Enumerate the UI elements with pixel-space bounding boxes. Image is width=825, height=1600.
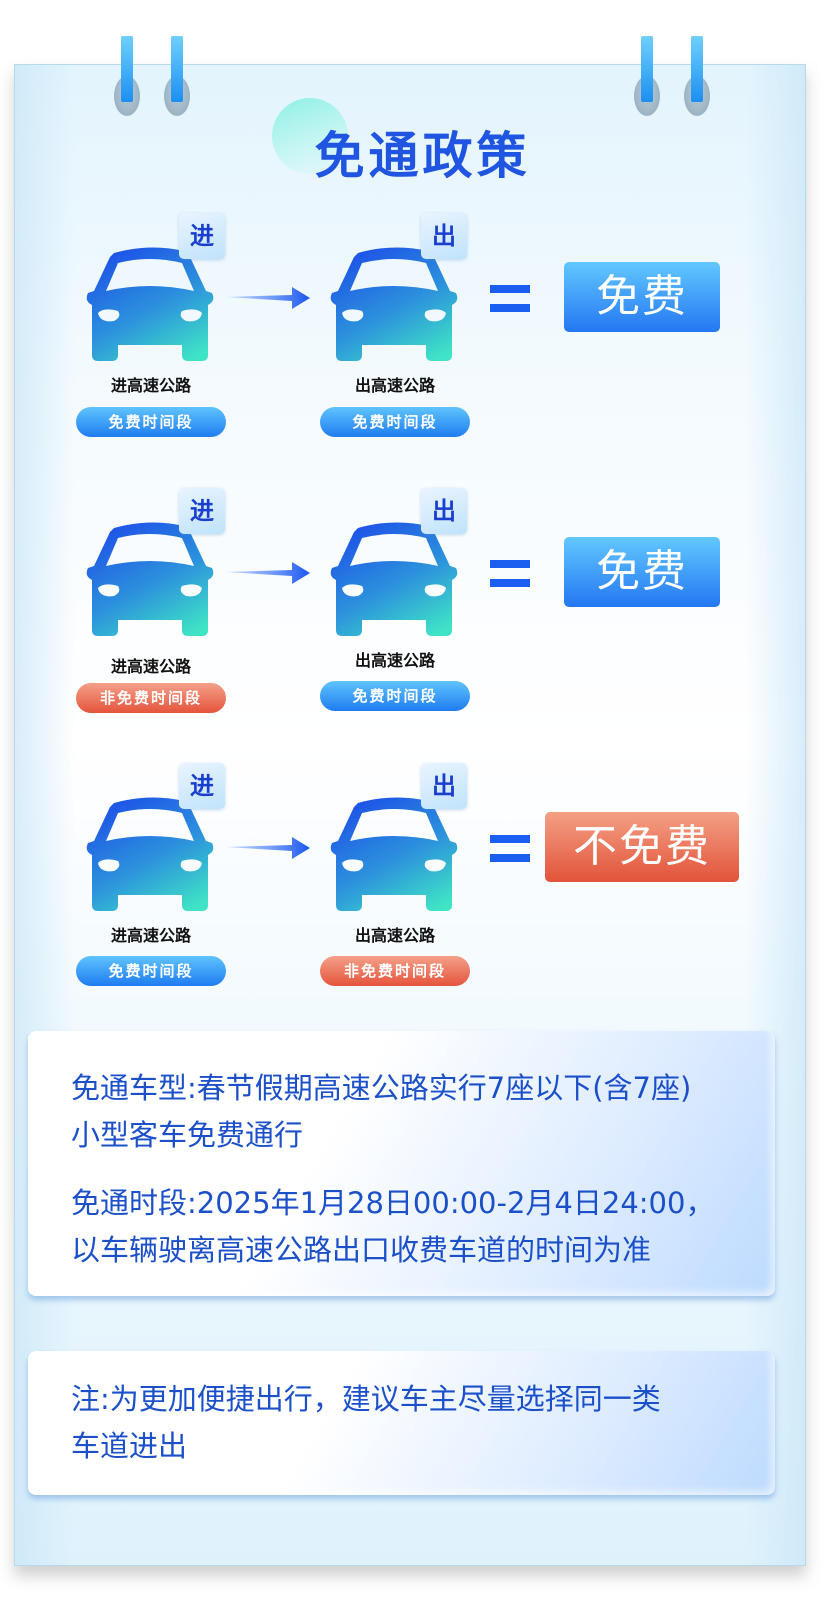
- result-badge: 不免费: [545, 812, 739, 882]
- binder-ring-4: [684, 36, 710, 118]
- arrow-right-icon: [226, 837, 310, 859]
- period-text: 免通时段:2025年1月28日00:00-2月4日24:00， 以车辆驶离高速公…: [71, 1180, 735, 1274]
- exit-label: 出高速公路: [354, 651, 435, 670]
- car-exit-icon: [328, 518, 460, 636]
- info-card: 免通车型:春节假期高速公路实行7座以下(含7座) 小型客车免费通行 免通时段:2…: [28, 1031, 775, 1296]
- enter-label: 进高速公路: [110, 376, 191, 395]
- note-card: 注:为更加便捷出行，建议车主尽量选择同一类 车道进出: [28, 1351, 775, 1495]
- enter-tag: 进: [179, 763, 225, 809]
- enter-period-pill: 非免费时间段: [76, 683, 226, 713]
- policy-row-1: 进 出 免费 进高速公路 出高速公路 免费时间段 免费时间段: [0, 210, 825, 450]
- exit-label: 出高速公路: [354, 926, 435, 945]
- exit-tag: 出: [421, 488, 467, 534]
- car-enter-icon: [84, 518, 216, 636]
- vehicle-type-text: 免通车型:春节假期高速公路实行7座以下(含7座) 小型客车免费通行: [71, 1065, 735, 1159]
- car-enter-icon: [84, 793, 216, 911]
- enter-tag: 进: [179, 488, 225, 534]
- equals-icon: [490, 285, 530, 313]
- arrow-right-icon: [226, 287, 310, 309]
- result-badge: 免费: [564, 262, 720, 332]
- binder-ring-3: [634, 36, 660, 118]
- enter-label: 进高速公路: [110, 926, 191, 945]
- result-badge: 免费: [564, 537, 720, 607]
- binder-ring-1: [114, 36, 140, 118]
- policy-row-2: 进 出 免费 进高速公路 出高速公路 非免费时间段 免费时间段: [0, 485, 825, 725]
- car-exit-icon: [328, 243, 460, 361]
- exit-label: 出高速公路: [354, 376, 435, 395]
- exit-period-pill: 免费时间段: [320, 681, 470, 711]
- exit-period-pill: 非免费时间段: [320, 956, 470, 986]
- exit-tag: 出: [421, 763, 467, 809]
- period-line-2: 以车辆驶离高速公路出口收费车道的时间为准: [71, 1233, 652, 1267]
- car-enter-icon: [84, 243, 216, 361]
- title-block: 免通政策: [0, 96, 825, 186]
- equals-icon: [490, 835, 530, 863]
- title-decor-circle: [272, 98, 348, 174]
- enter-label: 进高速公路: [110, 657, 191, 676]
- vehicle-type-line-2: 小型客车免费通行: [71, 1118, 304, 1152]
- car-exit-icon: [328, 793, 460, 911]
- exit-tag: 出: [421, 213, 467, 259]
- policy-row-3: 进 出 不免费 进高速公路 出高速公路 免费时间段 非免费时间段: [0, 760, 825, 1000]
- exit-period-pill: 免费时间段: [320, 407, 470, 437]
- enter-period-pill: 免费时间段: [76, 956, 226, 986]
- page-title: 免通政策: [314, 127, 531, 185]
- enter-period-pill: 免费时间段: [76, 407, 226, 437]
- note-line-1: 注:为更加便捷出行，建议车主尽量选择同一类: [71, 1382, 661, 1416]
- arrow-right-icon: [226, 562, 310, 584]
- vehicle-type-line-1: 免通车型:春节假期高速公路实行7座以下(含7座): [71, 1071, 692, 1105]
- binder-ring-2: [164, 36, 190, 118]
- enter-tag: 进: [179, 213, 225, 259]
- note-line-2: 车道进出: [71, 1429, 188, 1463]
- equals-icon: [490, 560, 530, 588]
- period-line-1: 免通时段:2025年1月28日00:00-2月4日24:00，: [71, 1186, 715, 1220]
